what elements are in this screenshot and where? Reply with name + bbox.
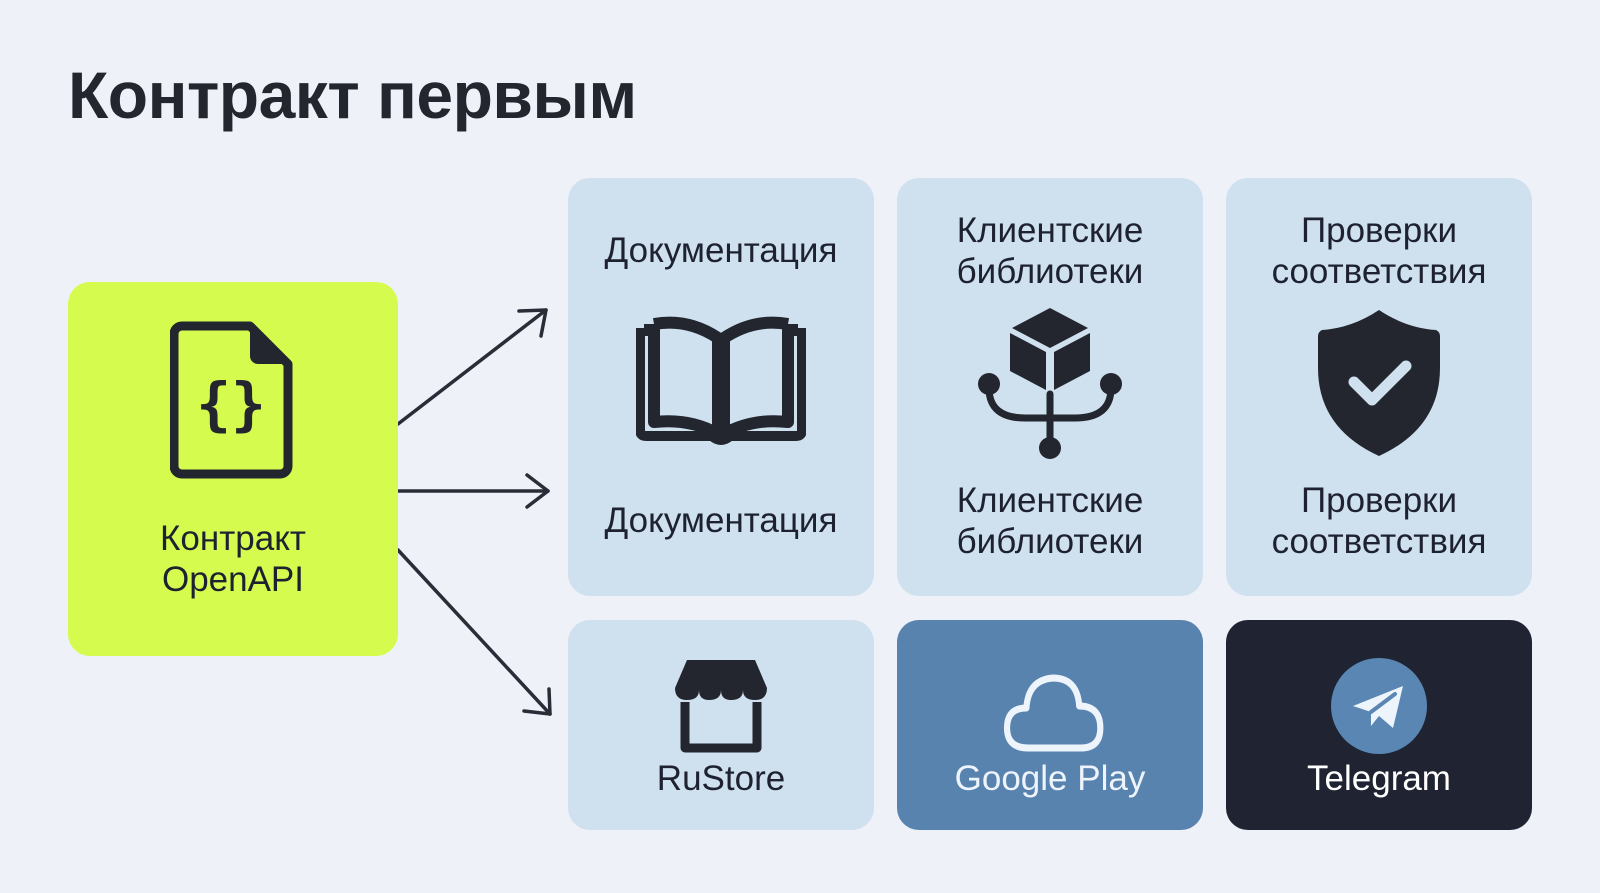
conformance-caption-line1: Проверки	[1300, 481, 1458, 520]
conformance-title-line1: Проверки	[1300, 211, 1458, 250]
arrow-to-stores-head	[522, 687, 552, 716]
svg-text:{}: {}	[196, 370, 266, 438]
documentation-caption: Документация	[604, 501, 838, 540]
source-label-line1: Контракт	[160, 519, 306, 558]
conformance-caption-line2: соответствия	[1271, 522, 1487, 561]
source-label-line2: OpenAPI	[161, 560, 305, 599]
google-play-label: Google Play	[954, 759, 1146, 798]
json-file-icon: {}	[170, 321, 293, 479]
arrow-to-stores	[396, 548, 552, 716]
arrow-to-docs-head	[517, 308, 548, 338]
client-libraries-card: Клиентские библиотеки Клиентские библиот…	[897, 178, 1203, 596]
telegram-label: Telegram	[1307, 759, 1451, 798]
arrow-to-docs	[396, 308, 548, 426]
conformance-checks-card: Проверки соответствия Проверки соответст…	[1226, 178, 1532, 596]
client-libraries-title-line1: Клиентские	[956, 211, 1144, 250]
client-libraries-caption-line1: Клиентские	[956, 481, 1144, 520]
package-icon	[978, 308, 1122, 459]
shield-check-icon	[1318, 310, 1440, 456]
google-play-card: Google Play	[897, 620, 1203, 830]
openapi-contract-card: {} Контракт OpenAPI	[68, 282, 398, 656]
documentation-title: Документация	[604, 231, 838, 270]
client-libraries-caption-line2: библиотеки	[956, 522, 1144, 561]
open-book-icon	[636, 316, 806, 445]
conformance-title-line2: соответствия	[1271, 252, 1487, 291]
documentation-card: Документация Документация	[568, 178, 874, 596]
cloud-icon	[1003, 674, 1104, 752]
telegram-card: Telegram	[1226, 620, 1532, 830]
rustore-label: RuStore	[656, 759, 786, 798]
arrow-to-clients-head	[525, 473, 550, 509]
telegram-icon	[1331, 658, 1427, 754]
client-libraries-title-line2: библиотеки	[956, 252, 1144, 291]
store-icon	[675, 660, 767, 753]
page-title: Контракт первым	[68, 58, 637, 132]
rustore-card: RuStore	[568, 620, 874, 830]
